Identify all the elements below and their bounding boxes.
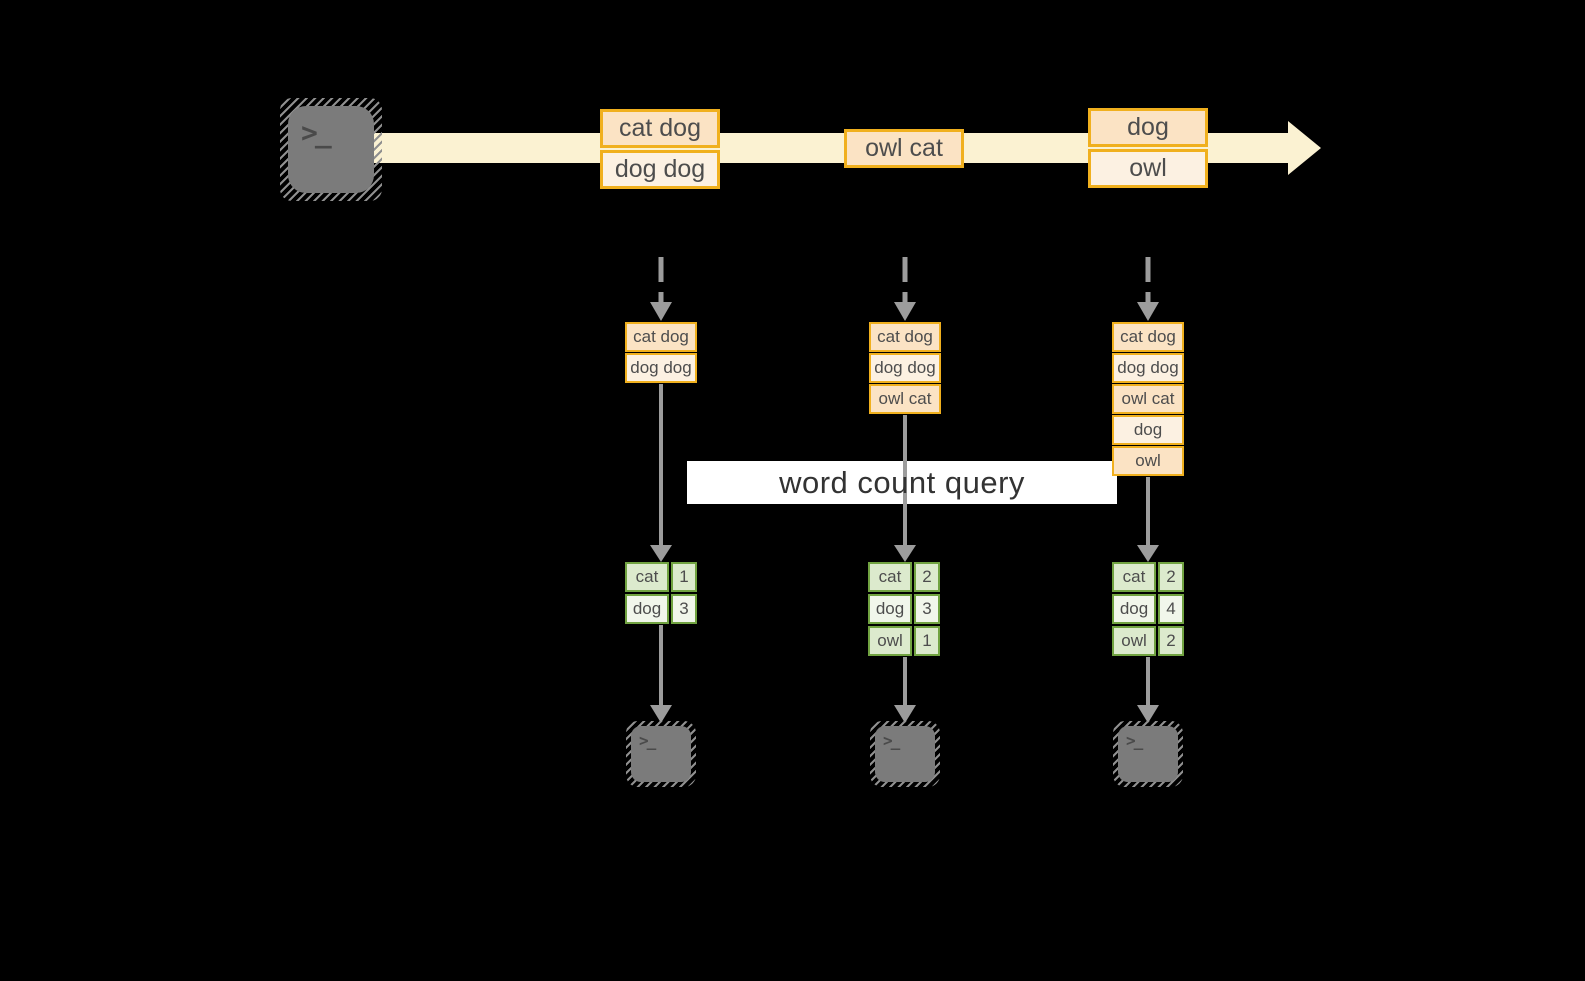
terminal-prompt-glyph: >_ <box>1126 731 1143 750</box>
word-cell: dog <box>868 594 912 624</box>
table-row: dog 3 <box>868 594 940 624</box>
batch-cell: cat dog <box>1112 322 1184 352</box>
output-terminal-icon-1: >_ <box>626 721 696 787</box>
batch-cell: owl cat <box>1112 384 1184 414</box>
word-cell: dog <box>625 594 669 624</box>
query-label: word count query <box>779 464 1025 500</box>
batch-cell: dog dog <box>869 353 941 383</box>
table-row: dog 4 <box>1112 594 1184 624</box>
batch-cell: dog dog <box>1112 353 1184 383</box>
stream-event-2: owl cat <box>844 129 964 168</box>
table-row: dog 3 <box>625 594 697 624</box>
word-cell: owl <box>868 626 912 656</box>
table-row: cat 2 <box>1112 562 1184 592</box>
batch-stack-3: cat dog dog dog owl cat dog owl <box>1112 322 1184 476</box>
count-cell: 2 <box>1158 562 1184 592</box>
output-terminal-icon-3: >_ <box>1113 721 1183 787</box>
stream-event-1: cat dog dog dog <box>600 109 720 189</box>
word-cell: owl <box>1112 626 1156 656</box>
batch-stack-2: cat dog dog dog owl cat <box>869 322 941 414</box>
table-row: owl 1 <box>868 626 940 656</box>
terminal-screen: >_ <box>288 106 374 193</box>
batch-cell: dog dog <box>625 353 697 383</box>
terminal-prompt-glyph: >_ <box>639 731 656 750</box>
terminal-screen: >_ <box>631 726 691 782</box>
word-count-table-3: cat 2 dog 4 owl 2 <box>1112 562 1184 656</box>
stream-event-cell: cat dog <box>600 109 720 148</box>
query-label-box <box>687 461 1117 504</box>
stream-event-3: dog owl <box>1088 108 1208 188</box>
terminal-screen: >_ <box>1118 726 1178 782</box>
batch-cell: cat dog <box>869 322 941 352</box>
terminal-prompt-glyph: >_ <box>883 731 900 750</box>
source-terminal-icon: >_ <box>280 98 382 201</box>
batch-cell: cat dog <box>625 322 697 352</box>
word-count-table-2: cat 2 dog 3 owl 1 <box>868 562 940 656</box>
output-terminal-icon-2: >_ <box>870 721 940 787</box>
stream-event-cell: dog <box>1088 108 1208 147</box>
count-cell: 1 <box>671 562 697 592</box>
count-cell: 2 <box>1158 626 1184 656</box>
terminal-screen: >_ <box>875 726 935 782</box>
word-cell: dog <box>1112 594 1156 624</box>
count-cell: 3 <box>671 594 697 624</box>
batch-cell: owl <box>1112 446 1184 476</box>
stream-event-cell: dog dog <box>600 150 720 189</box>
table-row: owl 2 <box>1112 626 1184 656</box>
word-cell: cat <box>1112 562 1156 592</box>
count-cell: 2 <box>914 562 940 592</box>
table-row: cat 2 <box>868 562 940 592</box>
word-cell: cat <box>868 562 912 592</box>
batch-cell: dog <box>1112 415 1184 445</box>
stream-event-cell: owl cat <box>844 129 964 168</box>
count-cell: 3 <box>914 594 940 624</box>
count-cell: 4 <box>1158 594 1184 624</box>
stream-event-cell: owl <box>1088 149 1208 188</box>
batch-stack-1: cat dog dog dog <box>625 322 697 383</box>
batch-cell: owl cat <box>869 384 941 414</box>
word-cell: cat <box>625 562 669 592</box>
count-cell: 1 <box>914 626 940 656</box>
word-count-table-1: cat 1 dog 3 <box>625 562 697 624</box>
terminal-prompt-glyph: >_ <box>301 116 332 149</box>
table-row: cat 1 <box>625 562 697 592</box>
